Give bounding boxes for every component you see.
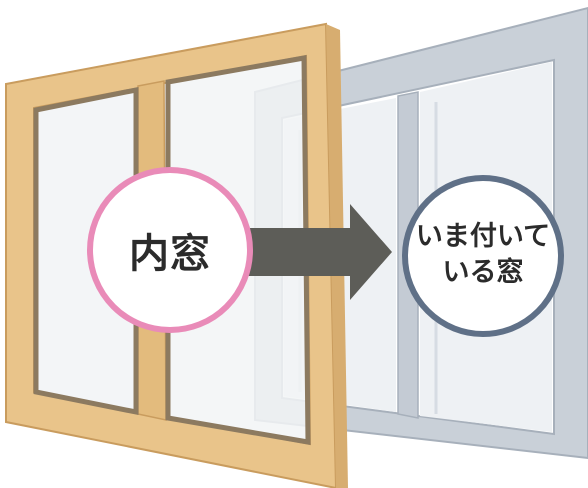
inner-window-label: 内窓	[129, 231, 211, 277]
inner-window-circle	[87, 167, 253, 333]
existing-window-circle	[402, 175, 564, 337]
existing-window-label: いま付いて いる窓	[408, 205, 558, 305]
inner-left-sash-edge	[33, 86, 139, 416]
existing-window-label-line2: いる窓	[442, 257, 524, 288]
existing-window-label-line1: いま付いて	[415, 221, 551, 252]
inner-window-glass-left	[36, 90, 136, 412]
arrow-right-icon	[244, 204, 392, 300]
